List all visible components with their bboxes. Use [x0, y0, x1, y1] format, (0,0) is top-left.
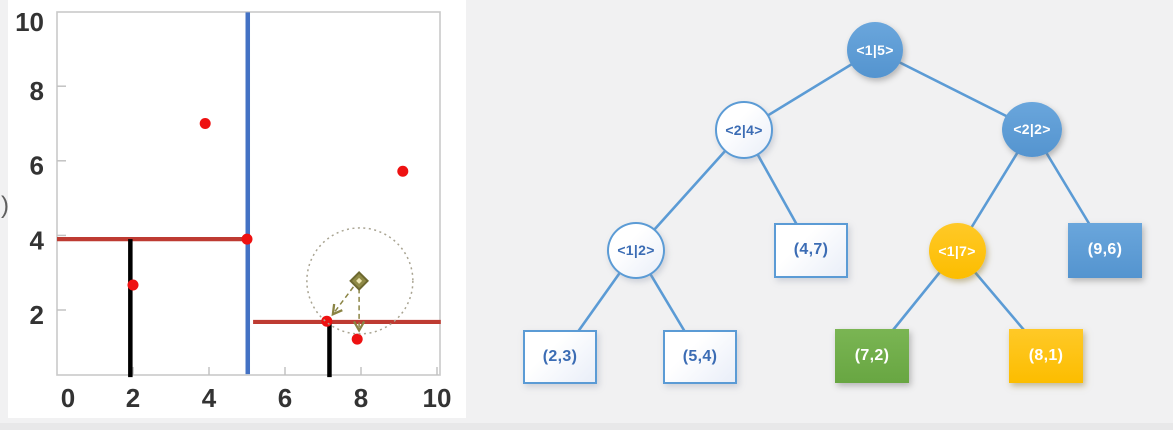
- tree-node-leaf-7-2: (7,2): [835, 329, 909, 383]
- bottom-strip: [0, 423, 1173, 430]
- x-tick-label: 10: [423, 383, 452, 413]
- tree-node-split-1-2: <1|2>: [607, 221, 665, 279]
- search-radius-circle: [306, 227, 414, 335]
- data-point: [199, 118, 211, 129]
- tree-node-split-1-7: <1|7>: [928, 223, 986, 279]
- tree-node-leaf-2-3: (2,3): [523, 330, 597, 384]
- x-tick-label: 4: [202, 383, 217, 413]
- query-point-marker-center: [356, 277, 363, 284]
- tree-node-split-2-2: <2|2>: [1002, 101, 1062, 157]
- nn-search-arrow: [331, 286, 355, 317]
- tree-node-split-1-5: <1|5>: [847, 22, 903, 78]
- data-point: [397, 165, 409, 177]
- y-tick-label: 4: [30, 225, 45, 255]
- data-point: [241, 233, 253, 245]
- y-tick-label: 10: [15, 7, 44, 37]
- plot-frame: [56, 11, 441, 376]
- y-tick-label: 2: [30, 300, 44, 330]
- tree-node-leaf-8-1: (8,1): [1009, 329, 1083, 383]
- plot-image-background: [8, 0, 466, 418]
- tree-node-leaf-5-4: (5,4): [663, 330, 737, 384]
- data-point: [351, 333, 363, 345]
- tree-node-split-2-4: <2|4>: [715, 101, 773, 159]
- y-tick-label: 8: [30, 76, 44, 106]
- tree-node-leaf-4-7: (4,7): [774, 222, 848, 278]
- x-tick-label: 2: [126, 383, 140, 413]
- y-tick-label: 6: [30, 151, 44, 181]
- x-tick-label: 8: [354, 383, 368, 413]
- data-point: [321, 315, 333, 327]
- data-point: [127, 279, 139, 291]
- tree-node-leaf-9-6: (9,6): [1068, 222, 1142, 278]
- x-tick-label: 6: [278, 383, 292, 413]
- y-axis-partial-label: ): [1, 192, 9, 219]
- x-tick-label: 0: [61, 383, 75, 413]
